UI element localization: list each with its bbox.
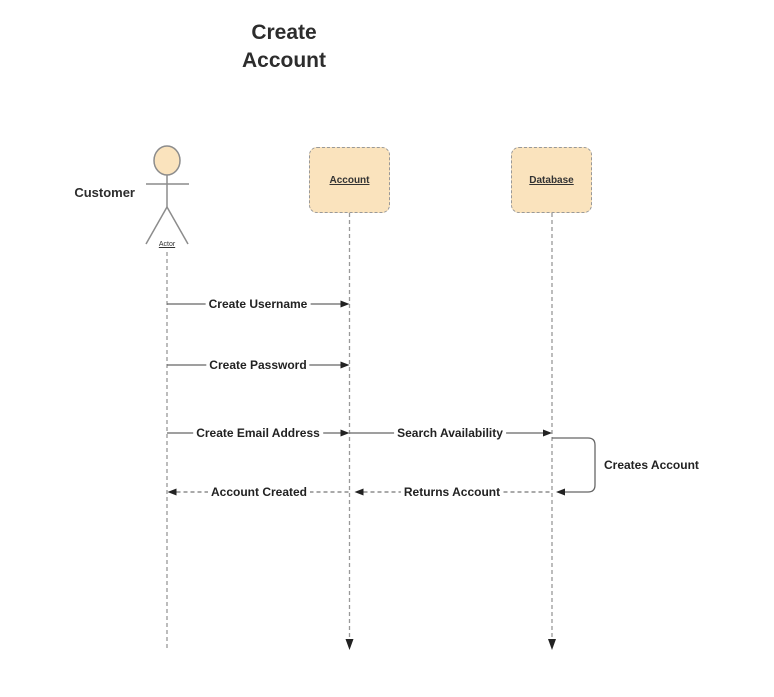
arrowhead-search-availability-icon (543, 429, 552, 437)
arrowhead-create-password-icon (340, 361, 350, 369)
message-label-create-password: Create Password (206, 358, 310, 372)
diagram-title-line1: Create (251, 21, 317, 44)
message-label-create-username: Create Username (205, 297, 311, 311)
object-box-database: Database (511, 147, 592, 213)
arrowhead-account-created-icon (167, 488, 177, 496)
actor-figure-icon (145, 145, 189, 245)
object-box-account: Account (309, 147, 390, 213)
message-label-search-availability: Search Availability (394, 426, 506, 440)
message-label-create-email-address: Create Email Address (193, 426, 323, 440)
message-label-creates-account: Creates Account (604, 458, 699, 472)
actor-stereotype-label: Actor (157, 241, 177, 248)
arrowhead-create-email-icon (340, 429, 350, 437)
lifeline-account-end-arrow-icon (345, 639, 354, 650)
arrowhead-create-username-icon (340, 300, 350, 308)
message-label-account-created: Account Created (207, 485, 311, 499)
self-message-loop-creates-account (552, 437, 596, 493)
message-label-returns-account: Returns Account (400, 485, 504, 499)
actor-head-icon (153, 145, 181, 176)
object-label-database: Database (529, 174, 574, 186)
arrowhead-returns-account-icon (354, 488, 364, 496)
object-label-account: Account (329, 174, 370, 186)
diagram-title: Create Account (242, 19, 326, 75)
arrowhead-creates-account-icon (556, 488, 565, 496)
diagram-title-line2: Account (242, 49, 326, 72)
actor-name-label: Customer (74, 185, 135, 200)
lifeline-database-end-arrow-icon (548, 639, 556, 650)
